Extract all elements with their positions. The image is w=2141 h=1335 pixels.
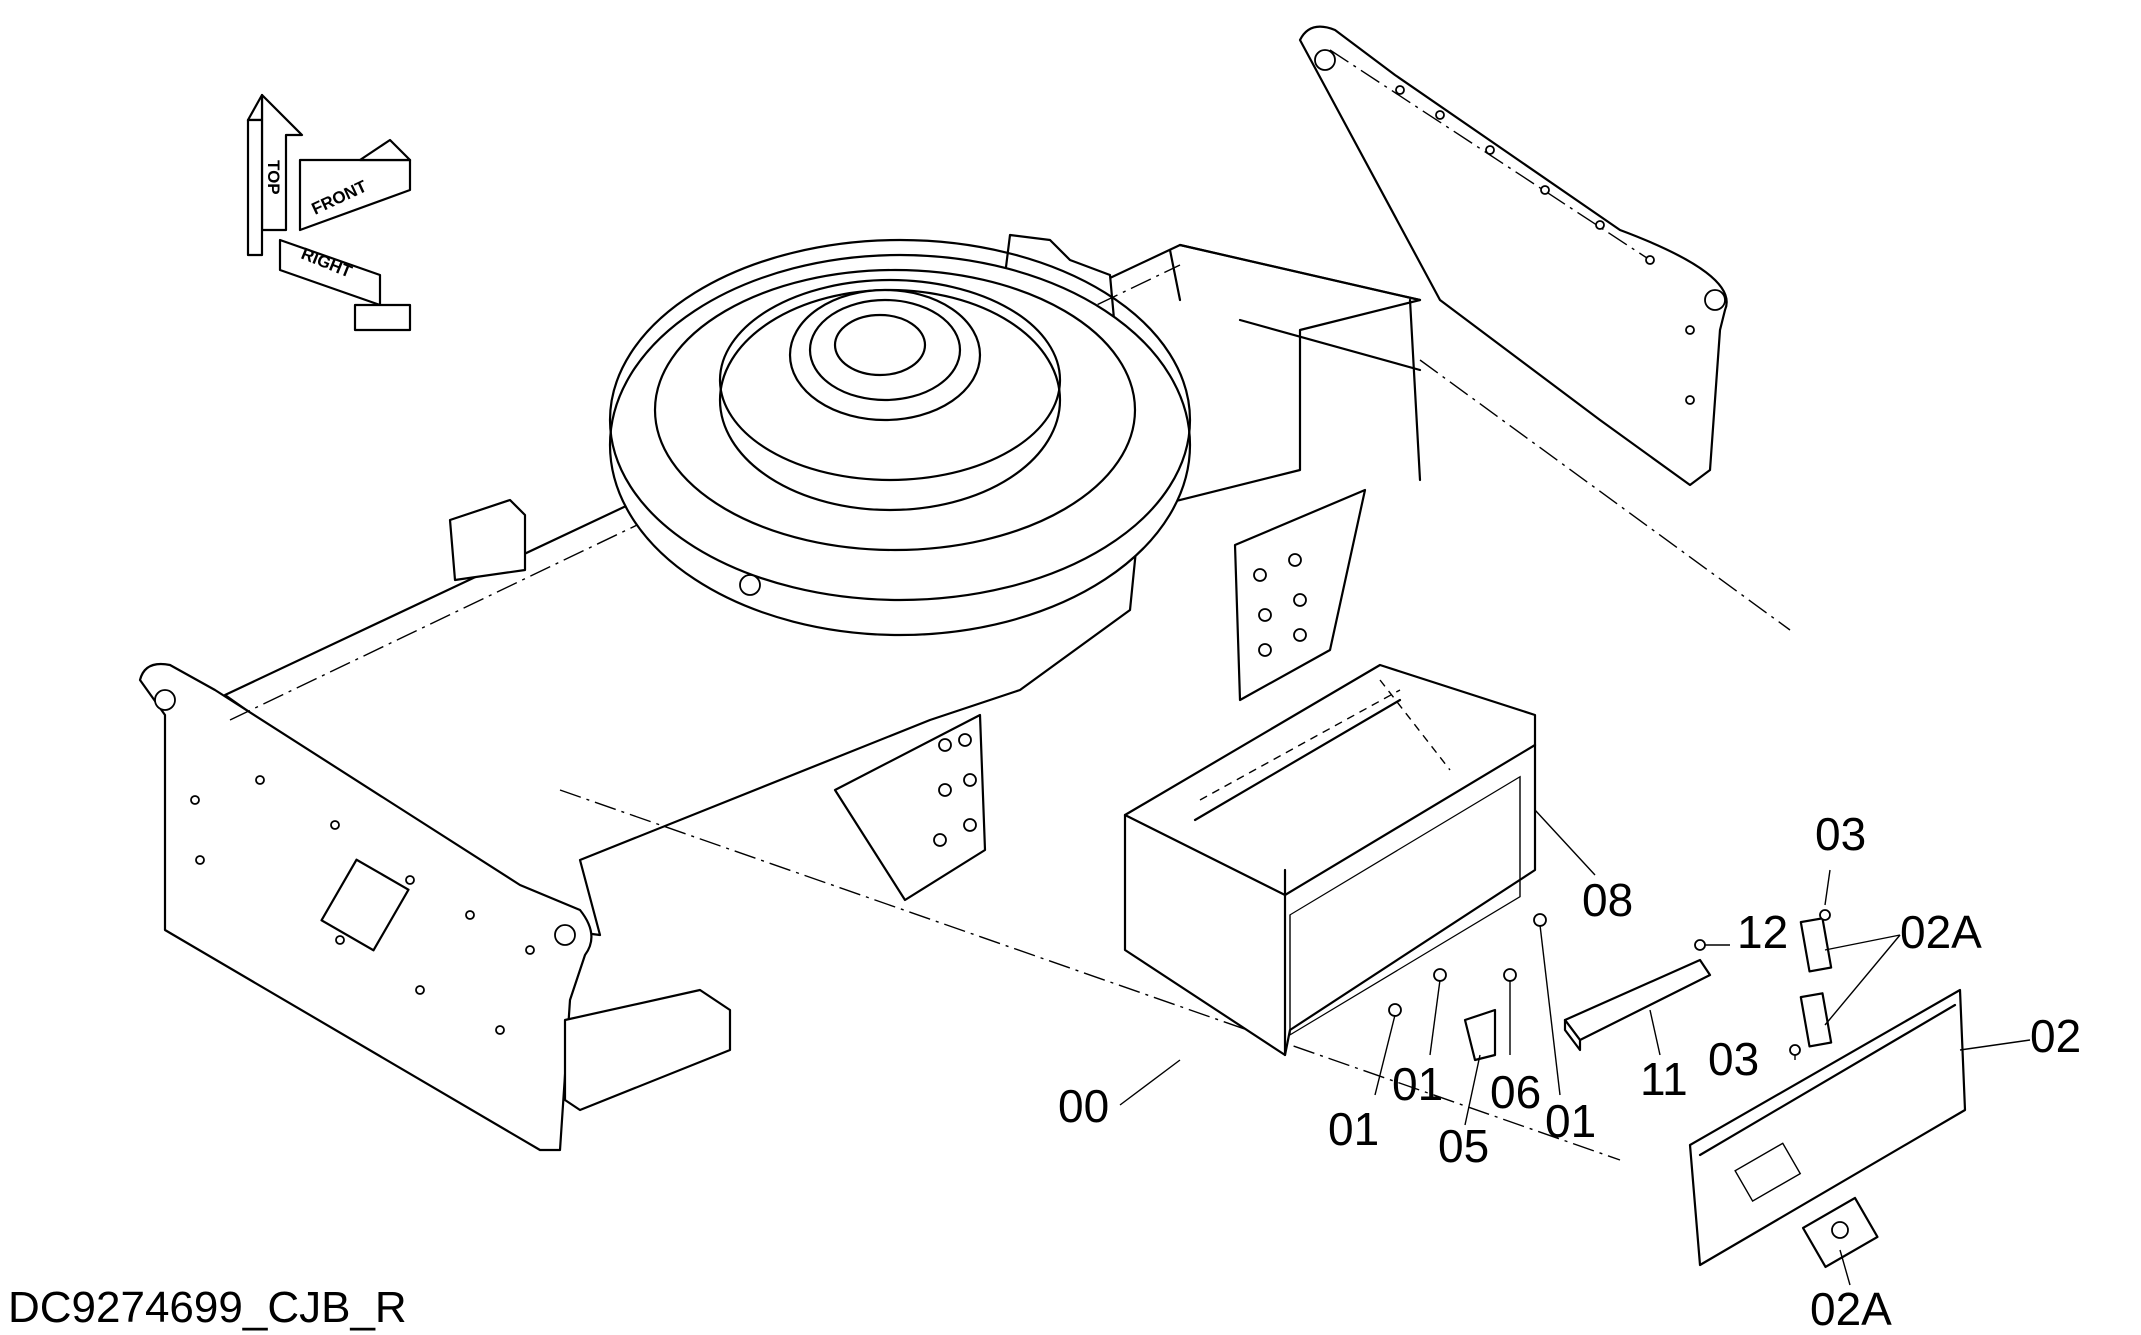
orientation-top-label: TOP [264,160,283,195]
hinge-clip [1463,1008,1497,1062]
label-08: 08 [1582,874,1633,926]
label-00: 00 [1058,1080,1109,1132]
right-arrow [278,238,412,332]
orientation-indicator: TOP FRONT RIGHT [246,93,412,332]
leader-lines [1119,809,2031,1286]
label-03-b: 03 [1708,1033,1759,1085]
label-12: 12 [1737,906,1788,958]
label-03-a: 03 [1815,808,1866,860]
label-02A-a: 02A [1900,906,1982,958]
latch-middle [1799,992,1833,1048]
document-code: DC9274699_CJB_R [8,1283,407,1332]
tool-rail [1563,958,1712,1052]
label-05: 05 [1438,1120,1489,1172]
label-01-b: 01 [1392,1058,1443,1110]
front-arrow [298,138,412,232]
latch-upper [1799,917,1833,973]
rear-end-plate [1298,25,1728,487]
latch-lower [1801,1196,1879,1269]
mounting-bracket-right [1233,488,1367,702]
label-02A-b: 02A [1810,1283,1892,1335]
frame-lower-front [563,988,732,1112]
label-06: 06 [1490,1066,1541,1118]
slewing-ring [608,238,1192,637]
frame-side-bracket [448,498,527,582]
label-01-c: 01 [1545,1095,1596,1147]
toolbox-lid [1688,988,1967,1267]
top-arrow [246,93,304,257]
toolbox-body [1123,663,1537,1057]
label-02: 02 [2030,1010,2081,1062]
part-labels: 00 01 01 05 06 01 08 11 12 03 02A 03 02 … [1058,808,2081,1335]
label-01-a: 01 [1328,1103,1379,1155]
fasteners [1388,909,1831,1056]
mounting-bracket-left [833,713,987,902]
label-11: 11 [1640,1053,1688,1105]
